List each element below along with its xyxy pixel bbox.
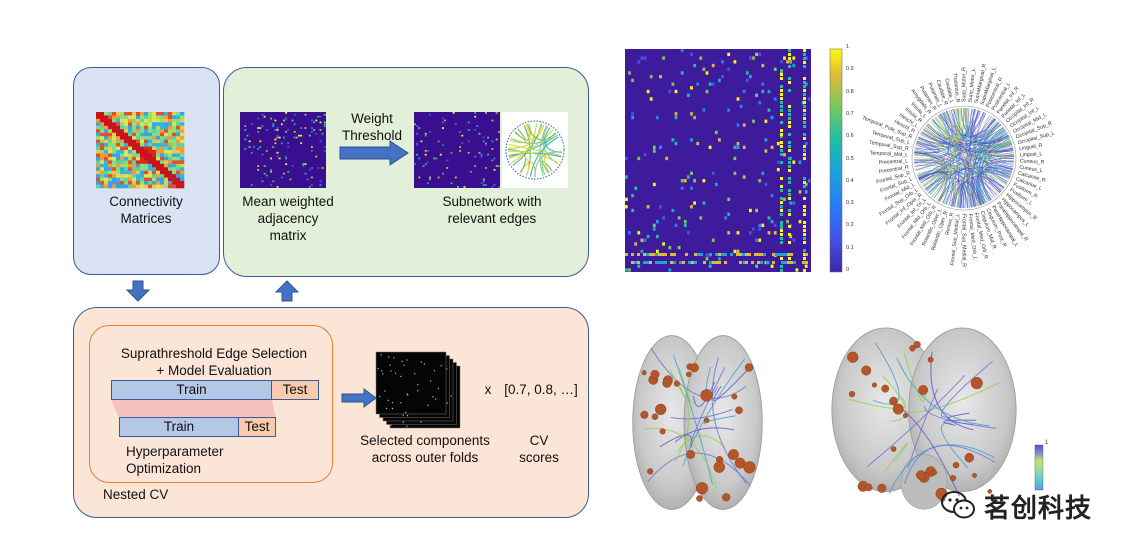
inner-test-bar: Test	[238, 417, 276, 437]
fold-projection	[111, 400, 276, 418]
colorbar-tick-label: 0.4	[846, 177, 854, 184]
colorbar-tick-label: 0.7	[846, 110, 854, 117]
selection-arrow	[341, 388, 377, 408]
nested-cv-label: Nested CV	[103, 487, 169, 502]
region-label: Rectus_R	[945, 212, 956, 236]
region-label: Frontal_Med_Orb_L	[967, 213, 978, 260]
selected-components-stack	[375, 351, 461, 429]
region-label: Caudate_L	[943, 78, 954, 104]
inner-cv-box	[89, 325, 333, 483]
colorbar-tick-label: 1	[846, 44, 850, 50]
mean-adjacency-matrix-image	[240, 112, 326, 188]
down-arrow	[125, 280, 151, 302]
outer-test-bar: Test	[271, 380, 319, 400]
wechat-icon	[941, 491, 975, 519]
outer-train-bar: Train	[111, 380, 272, 400]
up-arrow	[274, 280, 300, 302]
region-label: Lingual_L	[1020, 151, 1043, 158]
colorbar-tick-label: 0.5	[846, 155, 854, 162]
brain-colorbar-tick: 1	[1045, 440, 1049, 446]
colorbar-tick-label: 0.3	[846, 200, 854, 207]
colorbar-tick-label: 0.8	[846, 88, 854, 95]
watermark-text: 茗创科技	[984, 494, 1093, 524]
multiply-sign: x	[484, 382, 492, 397]
colorbar-tick-label: 0.2	[846, 222, 854, 229]
brain-colorbar	[1034, 444, 1044, 491]
region-label: Supp_Motor_R	[961, 67, 967, 102]
brain-coronal-view	[831, 327, 1017, 510]
region-label: Supp_Motor_L	[967, 68, 977, 103]
brain-axial-view	[632, 335, 763, 510]
subnetwork-matrix-image	[414, 112, 500, 188]
colorbar-tick-label: 0	[846, 267, 850, 273]
region-label: Lingual_R	[1019, 142, 1043, 152]
connectivity-matrix-image	[96, 112, 185, 189]
region-label: Cuneus_R	[1020, 158, 1045, 165]
region-label: Temporal_Mid_L	[870, 150, 909, 158]
region-label: Precentral_L	[879, 158, 909, 166]
threshold-arrow	[339, 140, 409, 166]
edge-selection-title: Suprathreshold Edge Selection+ Model Eva…	[120, 346, 308, 378]
subnetwork-circle-plot	[502, 112, 568, 188]
colorbar-tick-label: 0.9	[846, 66, 854, 73]
region-label: Frontal_Sup_Medial_L	[950, 213, 962, 266]
colorbar-tick-label: 0.6	[846, 133, 854, 140]
region-label: Thalamus_R	[951, 73, 960, 103]
adjacency-matrix-heatmap	[625, 49, 811, 272]
cv-score-values: [0.7, 0.8, …]	[504, 382, 578, 397]
region-label: Cuneus_L	[1019, 165, 1043, 175]
colorbar-tick-label: 0.1	[846, 244, 854, 251]
inner-train-bar: Train	[119, 417, 239, 437]
colorbar	[829, 48, 843, 273]
region-label: Precentral_R	[878, 164, 909, 175]
region-label: Frontal_Sup_Medial_R	[961, 214, 967, 267]
